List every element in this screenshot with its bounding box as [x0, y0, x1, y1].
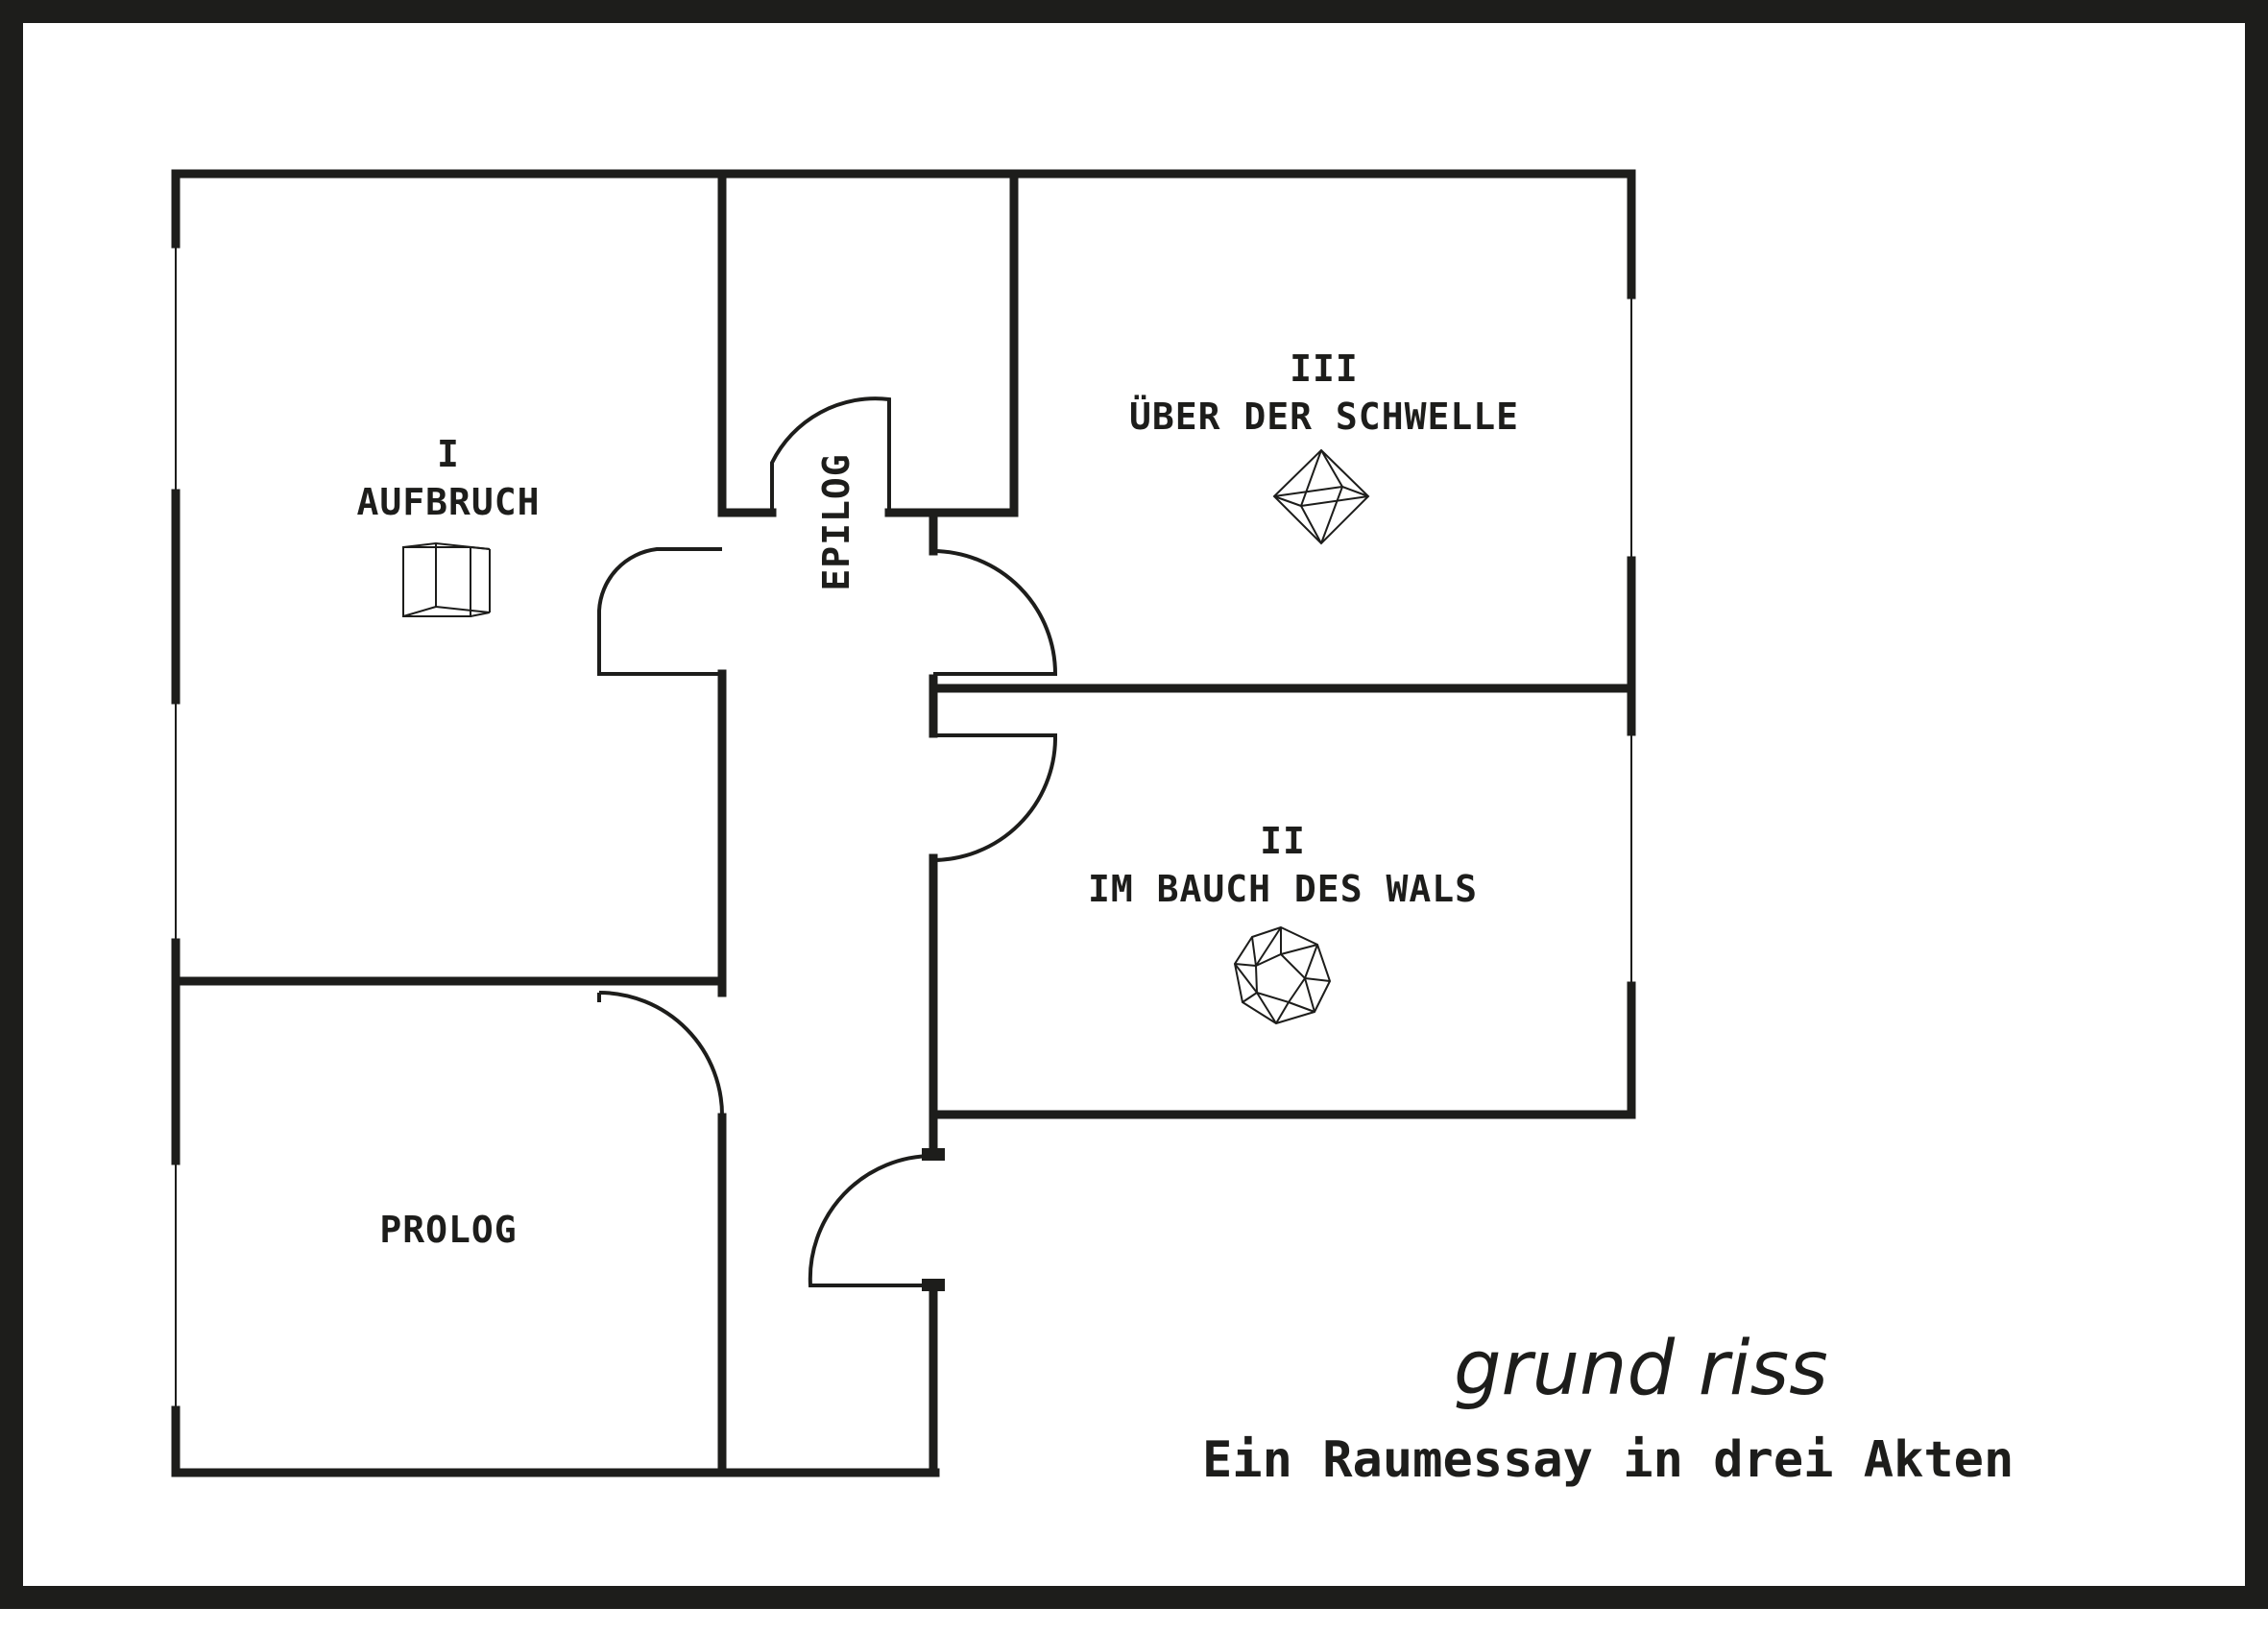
- icosahedron-icon: [1233, 925, 1332, 1025]
- walls: [171, 169, 1636, 1477]
- door-epilog: [770, 396, 891, 513]
- door-entrance: [808, 1153, 934, 1287]
- room-prolog-name: PROLOG: [379, 1209, 517, 1251]
- door-aufbruch: [597, 547, 722, 676]
- octahedron-icon: [1272, 448, 1370, 545]
- room-aufbruch-name: AUFBRUCH: [356, 481, 540, 523]
- door-schwelle: [932, 549, 1058, 676]
- subtitle: Ein Raumessay in drei Akten: [1202, 1431, 2014, 1489]
- windows: [175, 244, 1632, 1410]
- door-stops: [922, 1148, 945, 1291]
- title: grund riss: [1454, 1326, 1828, 1412]
- room-epilog-name: EPILOG: [815, 453, 857, 590]
- room-bauch-name: IM BAUCH DES WALS: [1088, 868, 1478, 910]
- room-schwelle-numeral: III: [1290, 348, 1359, 390]
- floor-plan: I AUFBRUCH III ÜBER DER SCHWELLE II IM B…: [171, 169, 2014, 1489]
- room-schwelle-name: ÜBER DER SCHWELLE: [1129, 396, 1519, 438]
- door-bauch: [932, 733, 1057, 862]
- room-bauch-numeral: II: [1260, 820, 1306, 862]
- doors: [597, 396, 1058, 1287]
- door-prolog: [598, 991, 725, 1118]
- cube-icon: [402, 541, 491, 617]
- room-aufbruch-numeral: I: [437, 433, 460, 475]
